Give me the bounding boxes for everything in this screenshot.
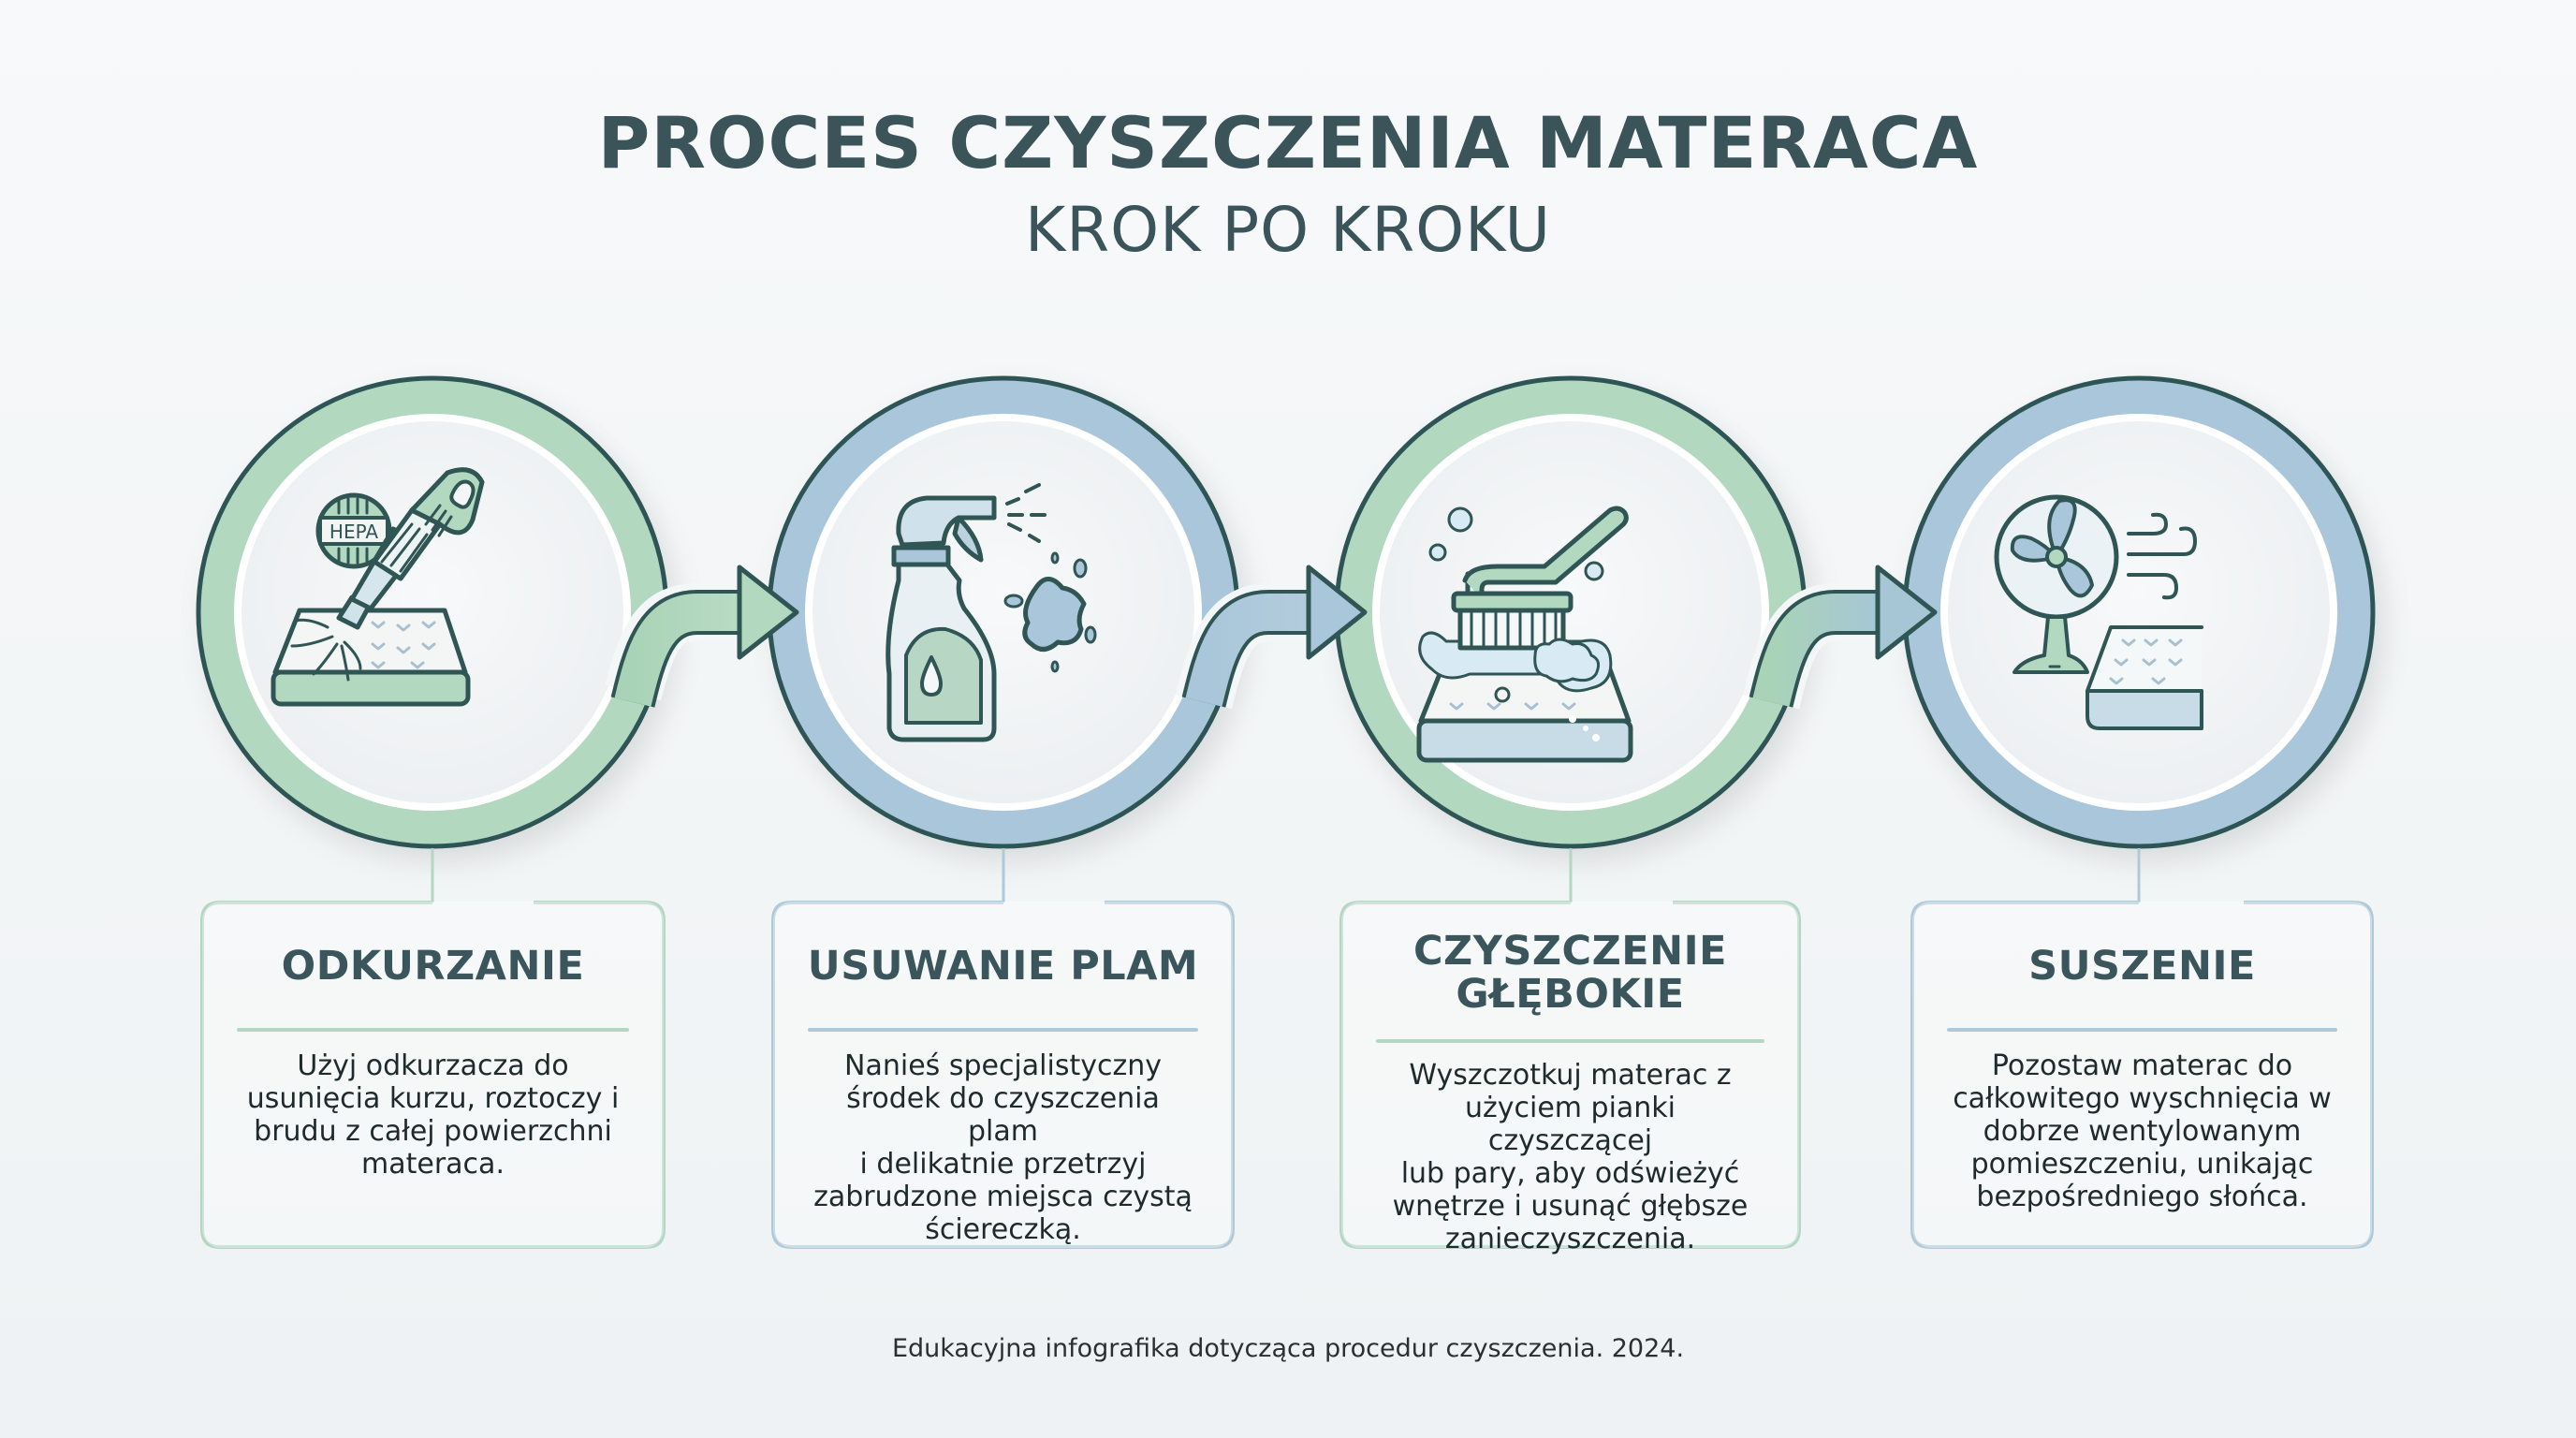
step-title: CZYSZCZENIE GŁĘBOKIE [1413,928,1727,1018]
step-description: Wyszczotkuj materac z użyciem pianki czy… [1392,1059,1749,1255]
step-title: SUSZENIE [2028,943,2256,990]
card-borders [200,901,2374,1249]
hepa-badge-icon: HEPA [315,492,392,569]
arrow-step-2-to-3 [1175,565,1368,710]
step-card-4: SUSZENIE Pozostaw materac do całkowitego… [1912,902,2372,1248]
page-title: PROCES CZYSZCZENIA MATERACA [597,101,1979,184]
step-3-circle [1334,375,1808,849]
step-4-circle [1902,375,2376,849]
step-title: ODKURZANIE [281,943,585,990]
step-2-circle [767,375,1240,849]
divider [1947,1028,2337,1032]
fan-icon [1994,494,2203,730]
step-card-2: USUWANIE PLAM Nanieś specjalistyczny śro… [773,902,1233,1248]
step-card-1: ODKURZANIE Użyj odkurzacza do usunięcia … [202,902,664,1248]
divider [808,1028,1198,1032]
page-subtitle: KROK PO KROKU [1025,194,1551,266]
footer-caption: Edukacyjna infografika dotycząca procedu… [891,1334,1685,1363]
arrow-step-1-to-2 [605,565,799,708]
step-title: USUWANIE PLAM [807,943,1199,990]
svg-text:HEPA: HEPA [329,521,378,543]
step-description: Nanieś specjalistyczny środek do czyszcz… [813,1049,1193,1246]
arrow-step-3-to-4 [1742,565,1938,710]
divider [1376,1039,1764,1043]
scrub-brush-icon [1416,506,1633,763]
step-connectors [431,848,2141,902]
vacuum-cleaner-icon: HEPA [271,467,485,707]
step-description: Pozostaw materac do całkowitego wyschnię… [1953,1049,2332,1213]
step-card-3: CZYSZCZENIE GŁĘBOKIE Wyszczotkuj materac… [1341,902,1799,1255]
spray-bottle-icon [886,483,1097,742]
step-description: Użyj odkurzacza do usunięcia kurzu, rozt… [246,1049,620,1181]
divider [237,1028,629,1032]
